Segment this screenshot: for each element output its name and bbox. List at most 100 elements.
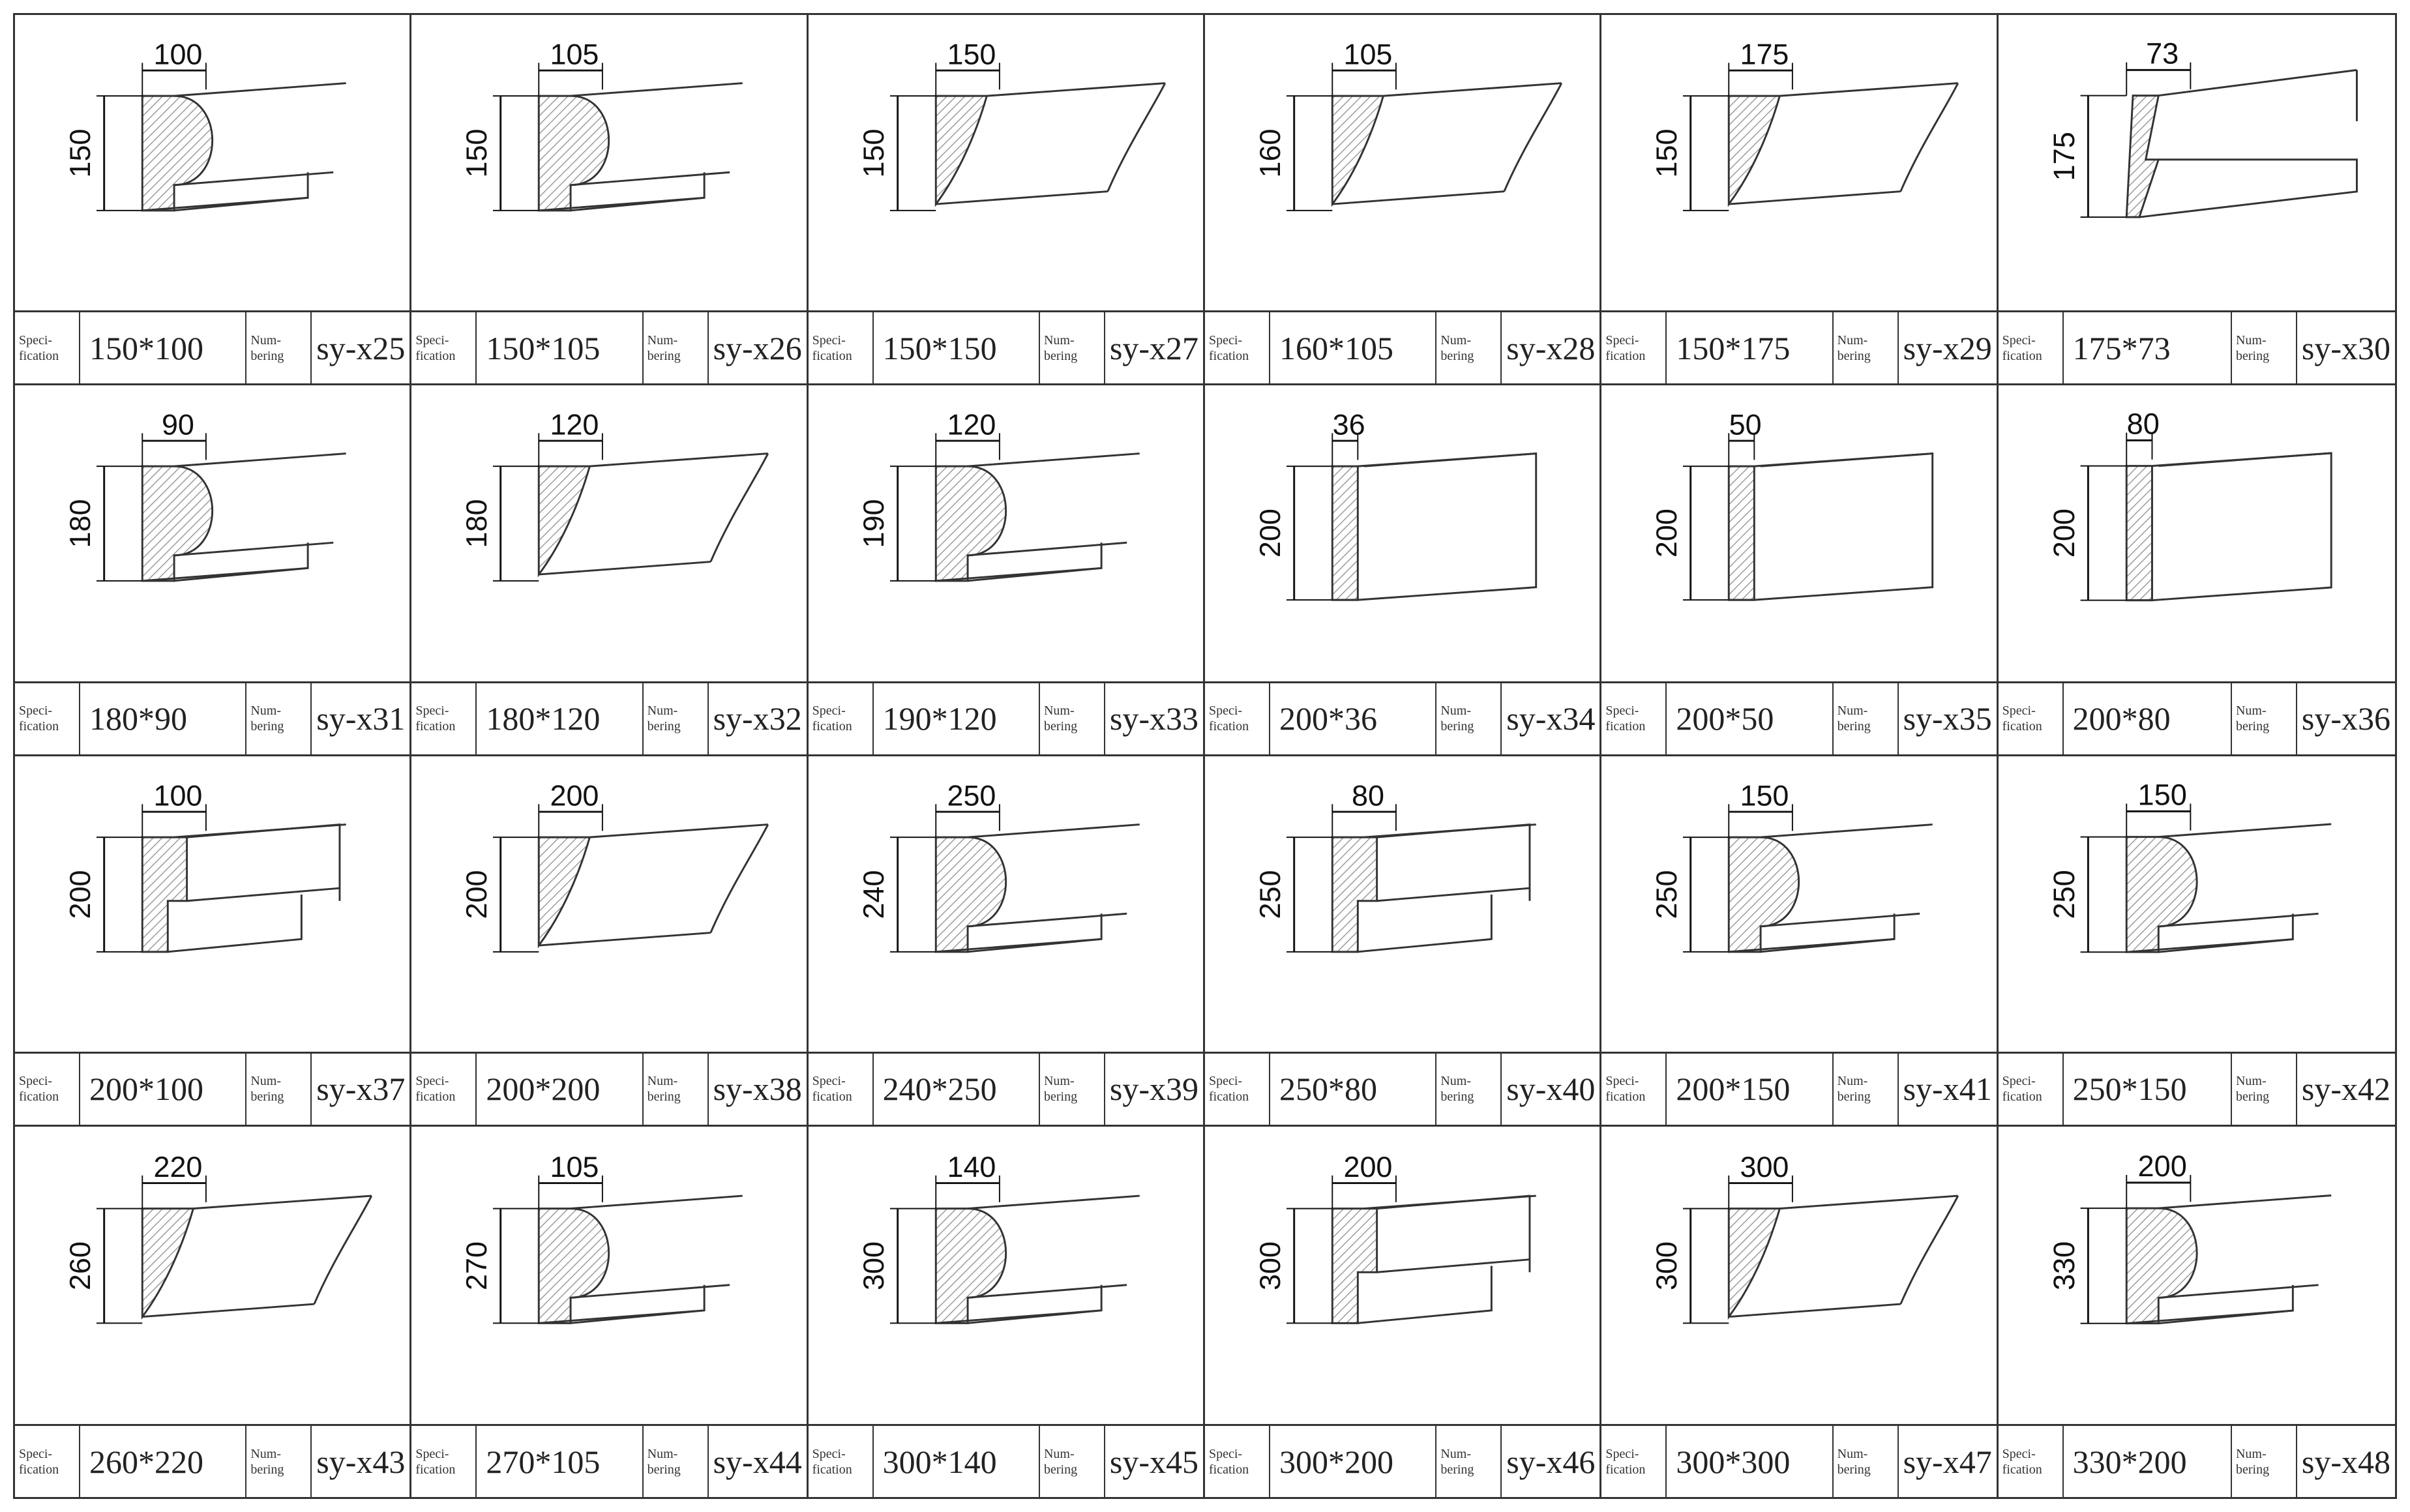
profile-edge (2139, 158, 2358, 218)
numbering-value: sy-x34 (1506, 700, 1596, 737)
profile-edge (1729, 190, 1901, 205)
numbering-label: Num- bering (246, 683, 312, 754)
numbering-value: sy-x26 (713, 329, 802, 366)
specification-value: 150*100 (80, 312, 247, 384)
height-dimension: 180 (460, 499, 494, 548)
numbering-label: Num- bering (2232, 683, 2297, 754)
profile-edge (173, 171, 334, 186)
width-dimension: 140 (947, 1150, 996, 1183)
profile-edge (935, 190, 1108, 205)
specification-value: 300*300 (1667, 1426, 1834, 1497)
numbering-label: Num- bering (2232, 1426, 2297, 1497)
profile-edge (142, 196, 308, 212)
height-dimension: 200 (2047, 509, 2080, 557)
profile-edge (1107, 82, 1166, 192)
profile-edge (1729, 938, 1895, 953)
profile-section (1331, 1207, 1378, 1324)
height-dimension: 250 (1253, 870, 1287, 919)
numbering-value: sy-x35 (1903, 700, 1992, 737)
profile-section (538, 1207, 610, 1324)
specification-label: Speci- fication (1205, 683, 1270, 754)
specification-label: Speci- fication (809, 312, 874, 384)
profile-edge (142, 1303, 314, 1318)
profile-section (934, 465, 1007, 582)
specification-value: 150*105 (477, 312, 644, 384)
width-dimension: 150 (947, 37, 996, 70)
numbering-value: sy-x36 (2301, 700, 2391, 737)
profile-top-edge (589, 823, 769, 838)
numbering-label: Num- bering (1040, 1053, 1105, 1125)
width-dimension: 200 (2137, 1149, 2186, 1183)
height-dimension: 250 (1650, 870, 1684, 919)
specification-label: Speci- fication (1601, 1053, 1667, 1125)
specification-value: 260*220 (80, 1426, 247, 1497)
numbering-value: sy-x28 (1506, 329, 1596, 366)
profile-edge (1332, 190, 1504, 205)
width-dimension: 100 (153, 778, 202, 812)
width-dimension: 80 (2126, 408, 2159, 441)
numbering-label: Num- bering (644, 1426, 709, 1497)
numbering-value: sy-x40 (1506, 1071, 1596, 1108)
width-dimension: 36 (1333, 408, 1365, 441)
specification-label: Speci- fication (1601, 312, 1667, 384)
profile-section (141, 836, 188, 953)
profile-section (1331, 465, 1359, 601)
profile-top-edge (1779, 1194, 1959, 1209)
height-dimension: 300 (857, 1241, 890, 1290)
profile-section (538, 465, 591, 578)
specification-label: Speci- fication (1205, 1053, 1270, 1125)
profile-top-edge (986, 82, 1165, 97)
profile-svg: 300 140 (857, 1150, 1140, 1324)
profile-edge (2152, 452, 2332, 602)
numbering-label: Num- bering (1040, 1426, 1105, 1497)
profile-edge (1761, 913, 1896, 953)
profile-section (538, 836, 591, 948)
numbering-value: sy-x31 (316, 700, 406, 737)
height-dimension: 150 (63, 129, 97, 178)
specification-value: 190*120 (874, 683, 1040, 754)
specification-label: Speci- fication (1601, 1426, 1667, 1497)
numbering-value: sy-x46 (1506, 1443, 1596, 1480)
profile-section (141, 1207, 195, 1320)
width-dimension: 220 (153, 1150, 202, 1183)
height-dimension: 180 (63, 499, 97, 548)
numbering-value: sy-x37 (316, 1071, 406, 1108)
specification-label: Speci- fication (1205, 1426, 1270, 1497)
profile-edge (539, 931, 711, 947)
profile-section (2125, 835, 2198, 953)
profile-top-edge (2158, 1194, 2331, 1209)
numbering-label: Num- bering (1040, 683, 1105, 754)
numbering-value: sy-x30 (2301, 329, 2391, 366)
profile-edge (186, 887, 340, 902)
specification-label: Speci- fication (411, 1053, 477, 1125)
profile-edge (709, 453, 769, 563)
